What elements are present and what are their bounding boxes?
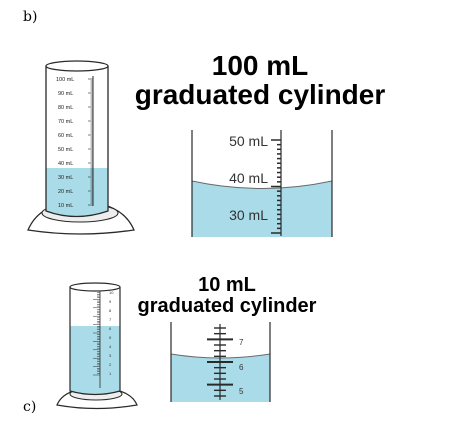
mark-9: 9 [109, 299, 112, 304]
mark-80ml: 80 mL [58, 105, 73, 111]
title-10ml-line1: 10 mL [198, 274, 256, 296]
zoom-mark-40ml: 40 mL [229, 170, 268, 186]
cylinder-100ml-rim [45, 60, 109, 72]
cylinder-100ml-mark-labels: 100 mL 90 mL 80 mL 70 mL 60 mL 50 mL 40 … [56, 77, 74, 209]
zoom-100ml-meniscus [191, 180, 333, 189]
mark-3: 3 [109, 353, 112, 358]
title-10ml: 10 mL graduated cylinder [112, 275, 342, 317]
mark-4: 4 [109, 344, 112, 349]
cylinder-10ml-mark-labels: 10 9 8 7 6 5 4 3 2 1 [109, 290, 114, 376]
cylinder-100ml-ticks [88, 78, 93, 206]
zoom-10ml-ticks [207, 327, 233, 397]
mark-60ml: 60 mL [58, 133, 73, 139]
zoom-100ml-liquid [192, 181, 332, 237]
zoom-100ml-mark-labels: 50 mL 40 mL 30 mL [229, 133, 268, 223]
title-10ml-line2: graduated cylinder [137, 295, 317, 317]
title-100ml-line1: 100 mL [211, 50, 309, 81]
mark-20ml: 20 mL [58, 189, 73, 195]
mark-30ml: 30 mL [58, 175, 73, 181]
title-100ml-line2: graduated cylinder [134, 79, 386, 111]
mark-50ml: 50 mL [58, 147, 73, 153]
zoom-mark-6: 6 [239, 363, 244, 372]
mark-40ml: 40 mL [58, 161, 73, 167]
mark-7: 7 [109, 317, 112, 322]
zoom-mark-7: 7 [239, 338, 244, 347]
zoom-mark-50ml: 50 mL [229, 133, 268, 149]
mark-70ml: 70 mL [58, 119, 73, 125]
zoom-mark-30ml: 30 mL [229, 207, 268, 223]
zoom-100ml-ticks [271, 139, 281, 234]
mark-2: 2 [109, 362, 112, 367]
mark-10: 10 [109, 290, 114, 295]
section-label-b: b) [23, 9, 38, 25]
mark-6: 6 [109, 326, 112, 331]
mark-1: 1 [109, 371, 112, 376]
cylinder-100ml-tube [45, 66, 109, 218]
zoom-mark-5: 5 [239, 387, 244, 396]
mark-8: 8 [109, 308, 112, 313]
cylinder-10ml-liquid [70, 326, 120, 395]
mark-5: 5 [109, 335, 112, 340]
cylinder-10ml-ticks [93, 290, 100, 376]
cylinder-10ml-tube [69, 287, 121, 396]
mark-100ml: 100 mL [56, 77, 74, 83]
mark-10ml: 10 mL [58, 203, 73, 209]
title-100ml: 100 mL graduated cylinder [110, 51, 410, 110]
mark-90ml: 90 mL [58, 91, 73, 97]
section-label-c: c) [23, 399, 37, 415]
zoom-10ml-mark-labels: 7 6 5 [239, 338, 244, 396]
